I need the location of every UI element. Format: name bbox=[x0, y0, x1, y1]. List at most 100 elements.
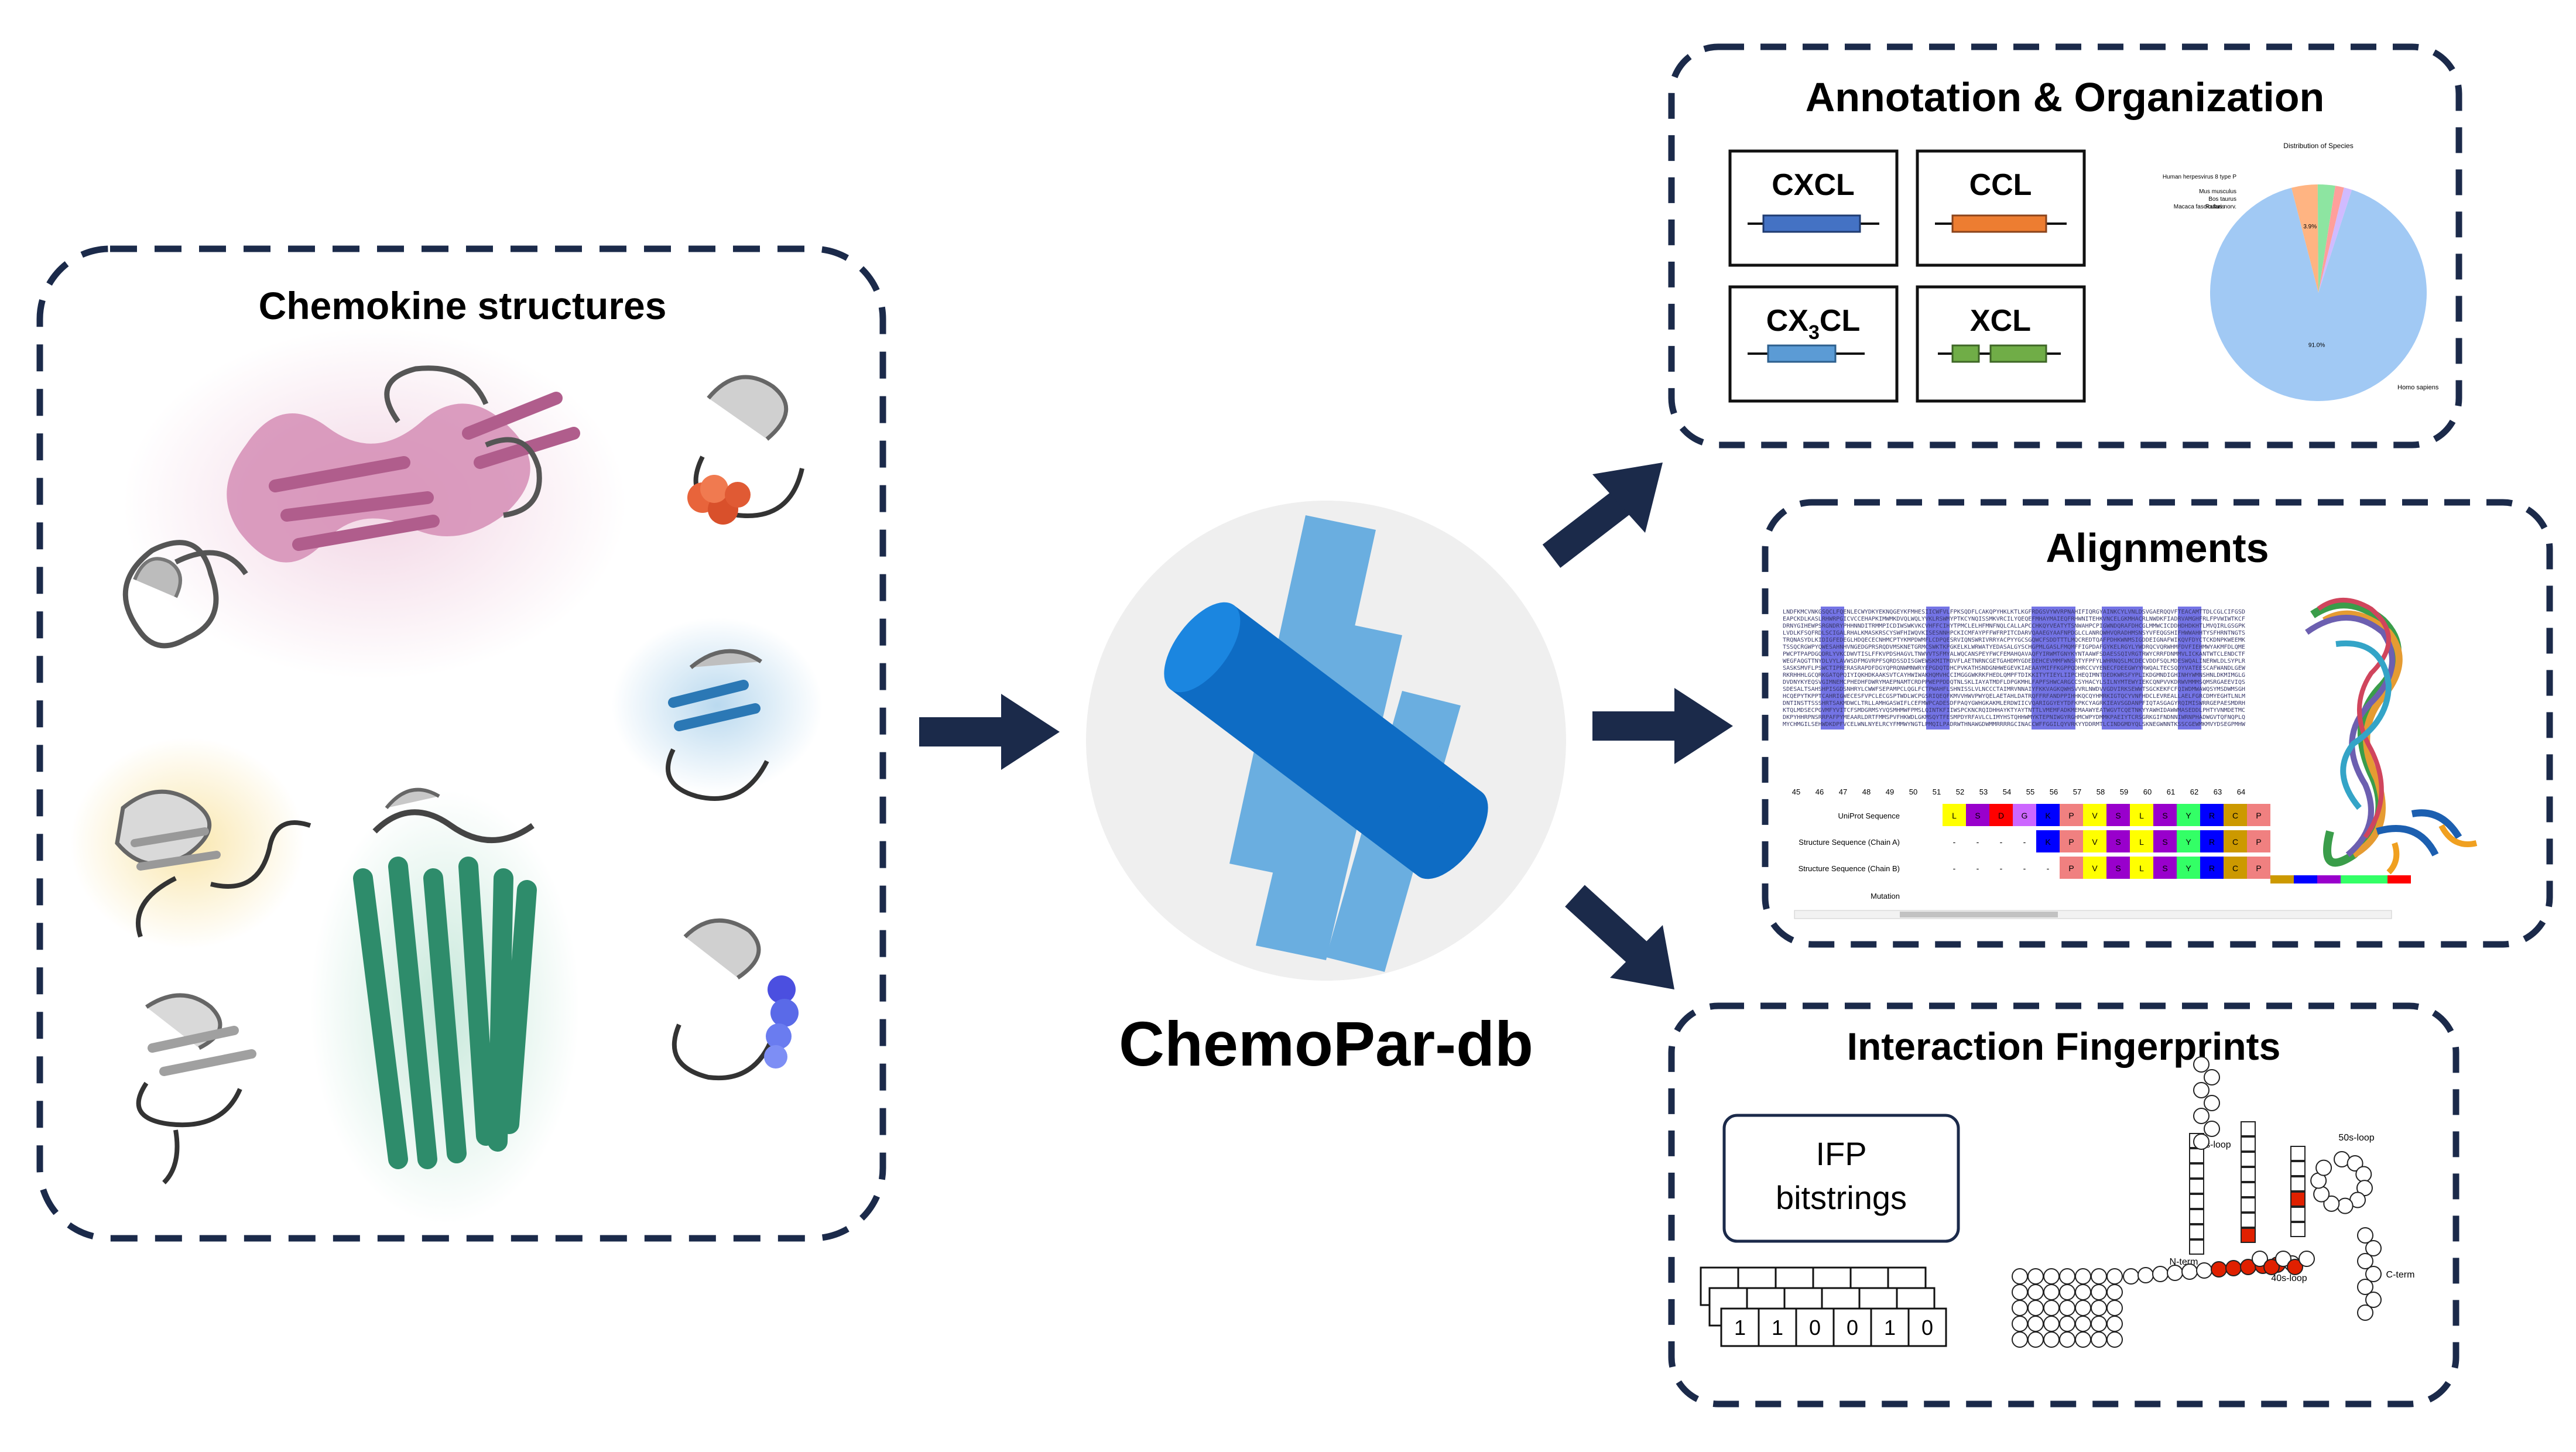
bit-value: 1 bbox=[1734, 1316, 1746, 1340]
residue-cell bbox=[2200, 830, 2224, 852]
residue-letter: Y bbox=[2186, 864, 2191, 873]
residue-cell bbox=[2013, 804, 2036, 826]
residue-bead bbox=[2059, 1268, 2075, 1285]
residue-letter: L bbox=[2139, 864, 2144, 873]
annotation-panel: Annotation & Organization CXCL CCL CX3CL… bbox=[1668, 43, 2462, 448]
residue-cell bbox=[2224, 804, 2247, 826]
class-label-xcl: XCL bbox=[1970, 304, 2031, 338]
residue-letter: S bbox=[2162, 864, 2167, 873]
residue-bead bbox=[2275, 1251, 2291, 1267]
protein-structure-grey bbox=[136, 993, 256, 1184]
residue-bead bbox=[2106, 1316, 2123, 1332]
pie-title: Distribution of Species bbox=[2283, 142, 2353, 150]
residue-bead bbox=[2043, 1300, 2060, 1316]
residue-box bbox=[2189, 1163, 2204, 1179]
residue-letter: S bbox=[2162, 811, 2167, 820]
residue-bead bbox=[2357, 1304, 2373, 1321]
residue-letter: L bbox=[2139, 811, 2144, 820]
position-label: 45 bbox=[1792, 787, 1800, 796]
msa-row: TRQNASYDLKIDIGFEDEGLHDQECECNHMCPTYKMPDWM… bbox=[1783, 637, 2245, 643]
residue-cell-tail bbox=[2364, 875, 2387, 883]
residue-bead bbox=[2106, 1300, 2123, 1316]
residue-bead bbox=[2263, 1259, 2280, 1275]
position-label: 57 bbox=[2073, 787, 2081, 796]
residue-cell-tail bbox=[2317, 875, 2341, 883]
residue-bead bbox=[2313, 1186, 2330, 1203]
residue-bead bbox=[2357, 1253, 2373, 1269]
scrollbar-thumb[interactable] bbox=[1900, 912, 2058, 917]
residue-bead bbox=[2337, 1197, 2354, 1214]
residue-bead bbox=[2027, 1331, 2044, 1348]
position-label: 50 bbox=[1909, 787, 1917, 796]
residue-box bbox=[2189, 1179, 2204, 1194]
protein-structure-green-receptor bbox=[310, 787, 580, 1224]
position-label: 47 bbox=[1839, 787, 1847, 796]
msa-row: PWCPTPAPDGQDRLYVKCDWVTISLFFKVPDSHAGVLTNW… bbox=[1783, 651, 2245, 657]
msa-row: KTQLMDSECPGVMFYVITCFSMDGRMSYVQSMHMWFPMSL… bbox=[1783, 707, 2245, 714]
ifp-box-line-1: IFP bbox=[1815, 1135, 1866, 1172]
residue-letter: C bbox=[2232, 837, 2238, 847]
residue-bead bbox=[2315, 1159, 2332, 1176]
position-label: 61 bbox=[2167, 787, 2175, 796]
arrow-to-annotation bbox=[1542, 463, 1663, 568]
residue-letter: V bbox=[2092, 864, 2098, 873]
class-domain-ccl bbox=[1951, 214, 2047, 233]
residue-bead bbox=[2323, 1195, 2340, 1212]
residue-cell bbox=[2224, 830, 2247, 852]
residue-cell bbox=[2083, 857, 2106, 879]
msa-row: LVDLKFSQFRDLSCIGALRHALKMASKRSCYSWFHIWQVK… bbox=[1783, 630, 2245, 636]
species-pie-chart: Distribution of Species Human herpesviru… bbox=[2163, 142, 2439, 401]
residue-cell bbox=[2200, 804, 2224, 826]
residue-bead bbox=[2075, 1268, 2091, 1285]
pie-label-homo: Homo sapiens bbox=[2397, 384, 2439, 391]
residue-box bbox=[2241, 1197, 2256, 1213]
residue-cell bbox=[2200, 857, 2224, 879]
protein-structure-orange-ligand bbox=[687, 375, 804, 525]
residue-bead bbox=[2167, 1265, 2183, 1281]
residue-letter: R bbox=[2209, 837, 2215, 847]
residue-letter: C bbox=[2232, 811, 2238, 820]
residue-box bbox=[2290, 1176, 2306, 1191]
class-domain-xcl-1 bbox=[1951, 344, 1980, 363]
residue-cell bbox=[2224, 857, 2247, 879]
residue-box bbox=[2189, 1239, 2204, 1255]
position-label: 63 bbox=[2214, 787, 2222, 796]
residue-bead bbox=[2137, 1267, 2154, 1283]
pie-pct-0: 91.0% bbox=[2308, 342, 2325, 348]
residue-cell bbox=[2130, 857, 2153, 879]
residue-letter: R bbox=[2209, 811, 2215, 820]
row-label: UniProt Sequence bbox=[1838, 811, 1900, 820]
arrow-to-database bbox=[919, 694, 1060, 770]
residue-box bbox=[2189, 1148, 2204, 1163]
position-label: 62 bbox=[2190, 787, 2198, 796]
msa-row: SASKSMVFLPSWCTIPRERASRAPDFDGYQPRQNWMNWRY… bbox=[1783, 665, 2245, 672]
alignment-scrollbar[interactable] bbox=[1794, 910, 2392, 919]
alignments-panel: Alignments LNDFKMCVNKGSQCLFQENLECWYDKYEK… bbox=[1762, 499, 2553, 948]
msa-row: EAPCKDLKASLRHWRPGICVCCEHAPKIMWMKDVQLWQLY… bbox=[1783, 616, 2245, 622]
residue-bead bbox=[2225, 1260, 2242, 1276]
residue-bead bbox=[2211, 1261, 2227, 1278]
residue-bead bbox=[2091, 1316, 2107, 1332]
ifp-box-line-2: bitstrings bbox=[1776, 1179, 1907, 1216]
residue-letter: S bbox=[2115, 864, 2121, 873]
residue-cell bbox=[2036, 830, 2060, 852]
position-label: 58 bbox=[2097, 787, 2105, 796]
msa-row: DNTINSTTSSSHRTSAKMDWCLTRLLAMHGASWIFLCEFM… bbox=[1783, 700, 2245, 707]
residue-cell bbox=[1966, 804, 1989, 826]
residue-letter: - bbox=[1953, 837, 1956, 847]
residue-letter: P bbox=[2256, 811, 2261, 820]
residue-bead bbox=[2075, 1316, 2091, 1332]
residue-letter: Y bbox=[2186, 837, 2191, 847]
residue-box bbox=[2241, 1152, 2256, 1167]
msa-row: DRNYGIHEWPSRGNDRYPHHNNDITRMMPICDIWSWKVKC… bbox=[1783, 623, 2245, 629]
residue-letter: P bbox=[2068, 837, 2074, 847]
residue-box bbox=[2290, 1191, 2306, 1207]
residue-bead bbox=[2012, 1284, 2028, 1300]
alignments-panel-title: Alignments bbox=[2046, 525, 2269, 571]
residue-bead bbox=[2356, 1180, 2373, 1197]
residue-letter: P bbox=[2256, 864, 2261, 873]
residue-letter: L bbox=[2139, 837, 2144, 847]
class-domain-cx3cl bbox=[1767, 344, 1837, 363]
protein-structure-blue bbox=[612, 618, 823, 801]
